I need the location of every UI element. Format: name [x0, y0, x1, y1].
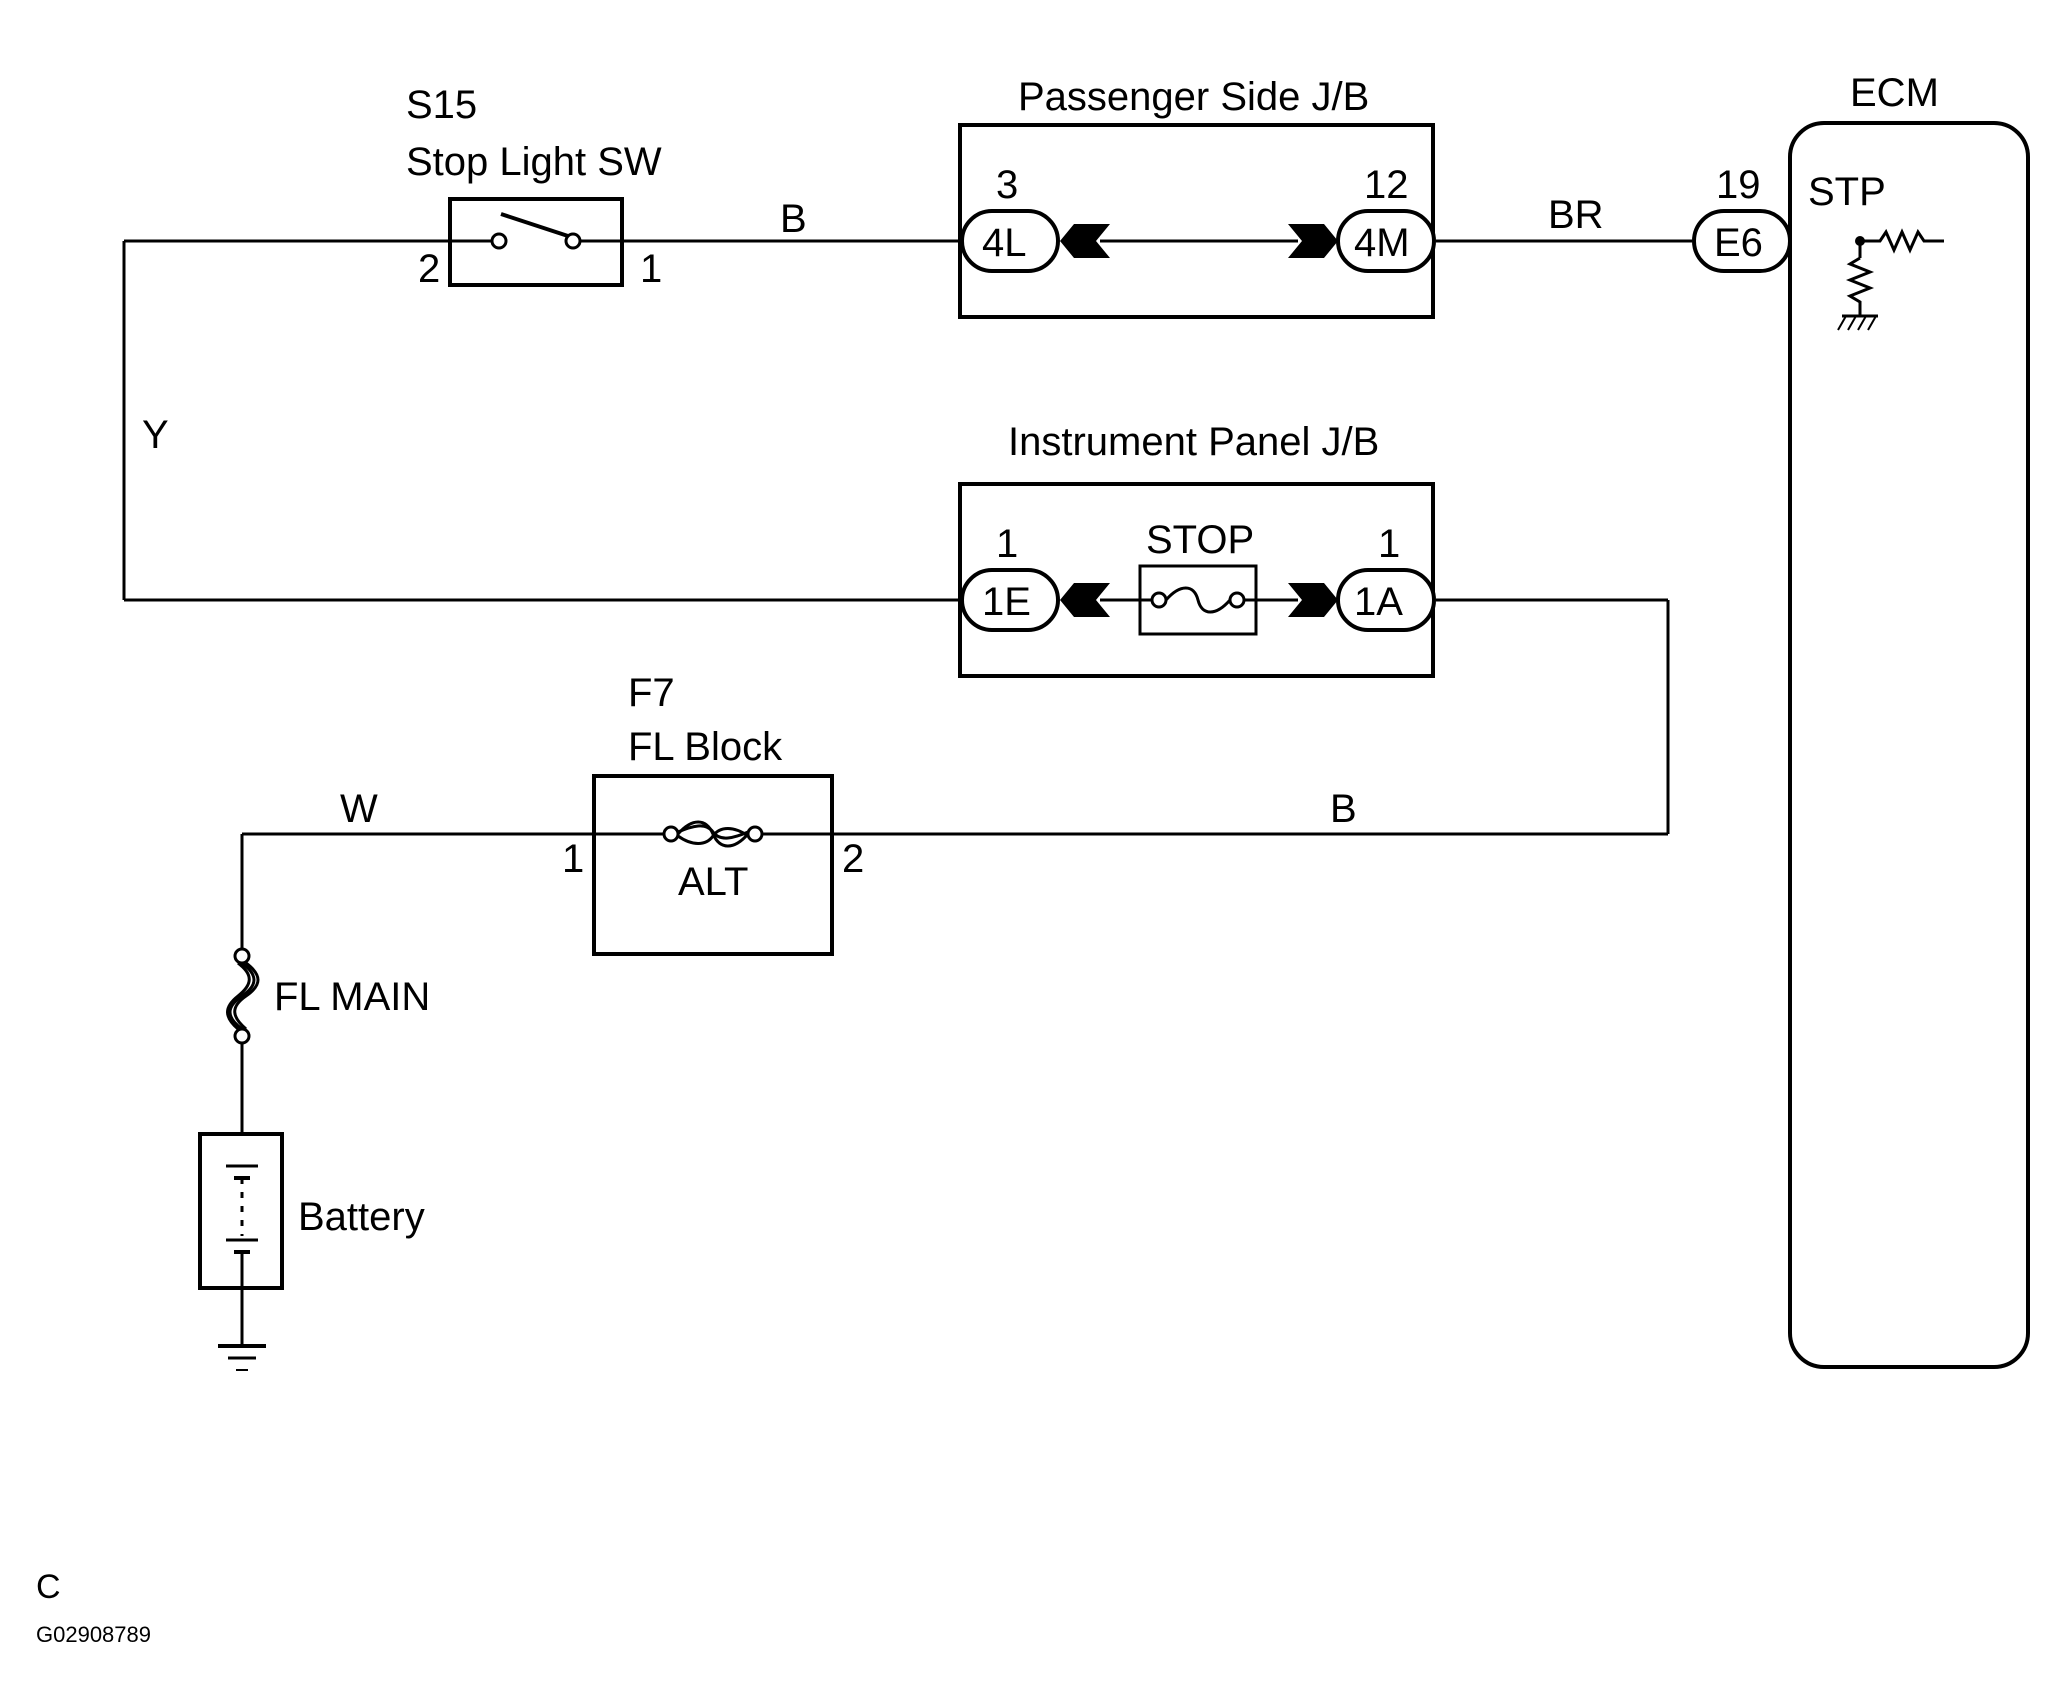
fl-main-fusible-link: FL MAIN — [226, 947, 430, 1045]
stop-light-switch-code: S15 — [406, 83, 477, 127]
connector-1e: 1E — [982, 580, 1031, 624]
instrument-panel-jb: Instrument Panel J/B 1 1 STOP 1E 1A — [958, 420, 1436, 678]
fl-block-pin-1: 1 — [562, 837, 584, 881]
fuse-stop-label: STOP — [1146, 518, 1254, 562]
stop-light-switch-pin-1: 1 — [640, 247, 662, 291]
passenger-jb-title: Passenger Side J/B — [1018, 75, 1369, 119]
passenger-jb-right-arrow — [1288, 224, 1338, 258]
ecm-pin-19: 19 — [1716, 163, 1761, 207]
instrument-jb-pin-left: 1 — [996, 522, 1018, 566]
fl-block-pin-2: 2 — [842, 837, 864, 881]
ecm-pulldown-resistor — [1845, 256, 1875, 316]
passenger-jb-pin-3: 3 — [996, 163, 1018, 207]
connector-e6: E6 — [1714, 221, 1763, 265]
ecm-terminal-stp: STP — [1808, 170, 1886, 214]
fl-block: F7 FL Block ALT 1 2 — [562, 671, 864, 956]
wire-color-w: W — [340, 787, 378, 831]
stop-light-switch-name: Stop Light SW — [406, 140, 662, 184]
stop-light-switch: S15 Stop Light SW 2 1 — [406, 83, 662, 291]
ground-symbol — [218, 1344, 266, 1371]
fl-main-label: FL MAIN — [274, 975, 430, 1019]
fuse-alt-label: ALT — [678, 860, 748, 904]
wire-color-b-top: B — [780, 197, 807, 241]
wire-color-y: Y — [142, 413, 169, 457]
ecm-title: ECM — [1850, 71, 1939, 115]
fl-block-name: FL Block — [628, 725, 783, 769]
connector-4m: 4M — [1354, 221, 1410, 265]
fl-block-code: F7 — [628, 671, 675, 715]
passenger-jb-pin-12: 12 — [1364, 163, 1409, 207]
battery-symbol: Battery — [198, 1132, 425, 1290]
passenger-jb-left-arrow — [1060, 224, 1110, 258]
connector-1a: 1A — [1354, 580, 1403, 624]
instrument-jb-left-arrow — [1060, 583, 1110, 617]
battery-label: Battery — [298, 1195, 425, 1239]
wire-color-br: BR — [1548, 193, 1604, 237]
passenger-side-jb: Passenger Side J/B 3 12 4L 4M — [958, 75, 1436, 319]
stop-light-switch-pin-2: 2 — [418, 247, 440, 291]
instrument-jb-pin-right: 1 — [1378, 522, 1400, 566]
wire-color-b-bottom: B — [1330, 787, 1357, 831]
instrument-jb-title: Instrument Panel J/B — [1008, 420, 1379, 464]
instrument-jb-right-arrow — [1288, 583, 1338, 617]
ecm-series-resistor — [1860, 228, 1944, 254]
footer-letter: C — [36, 1568, 61, 1606]
ecm-unit: ECM 19 E6 STP — [1692, 71, 2030, 1369]
connector-4l: 4L — [982, 221, 1027, 265]
wire-lines — [122, 239, 1856, 1344]
footer-code: G02908789 — [36, 1622, 151, 1647]
